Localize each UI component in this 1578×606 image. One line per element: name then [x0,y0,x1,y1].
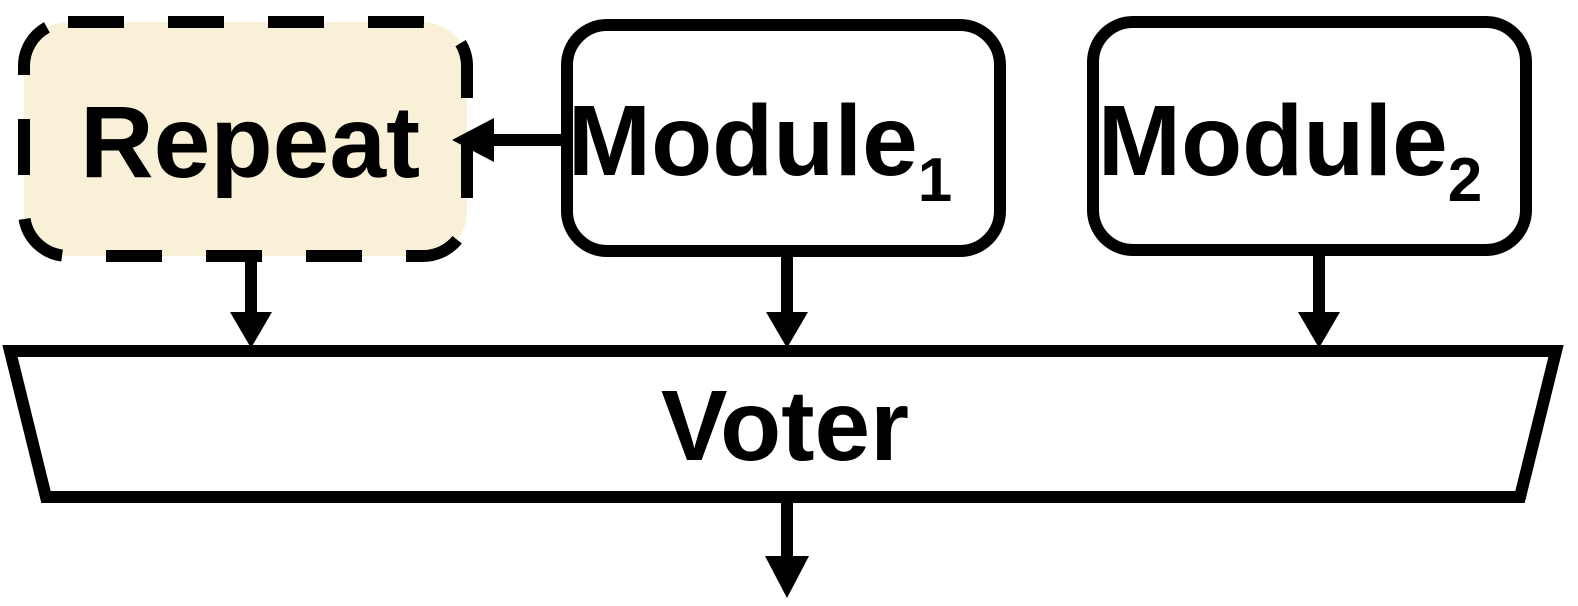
module1-label-subscript: 1 [918,146,952,215]
module2-label: Module2 [1098,85,1482,215]
arrow-module1-to-voter [766,257,808,348]
arrow-repeat-to-voter [230,262,272,348]
module1-label: Module1 [568,85,952,215]
module2-label-subscript: 2 [1448,146,1482,215]
module2-label-main: Module [1098,85,1448,197]
voter-node[interactable]: Voter [2,345,1564,503]
arrow-module2-to-voter [1298,256,1340,348]
module2-node[interactable]: Module2 [1087,16,1532,256]
module1-node[interactable]: Module1 [561,19,1006,257]
voter-trapezoid [2,345,1564,503]
repeat-box [18,16,473,262]
module1-box [561,19,1006,257]
module2-box [1087,16,1532,256]
voter-label: Voter [661,370,909,482]
arrow-module1-to-repeat [452,118,562,162]
repeat-label: Repeat [80,85,420,199]
module1-label-main: Module [568,85,918,197]
repeat-node[interactable]: Repeat [18,16,473,262]
arrow-voter-to-output [765,503,809,598]
